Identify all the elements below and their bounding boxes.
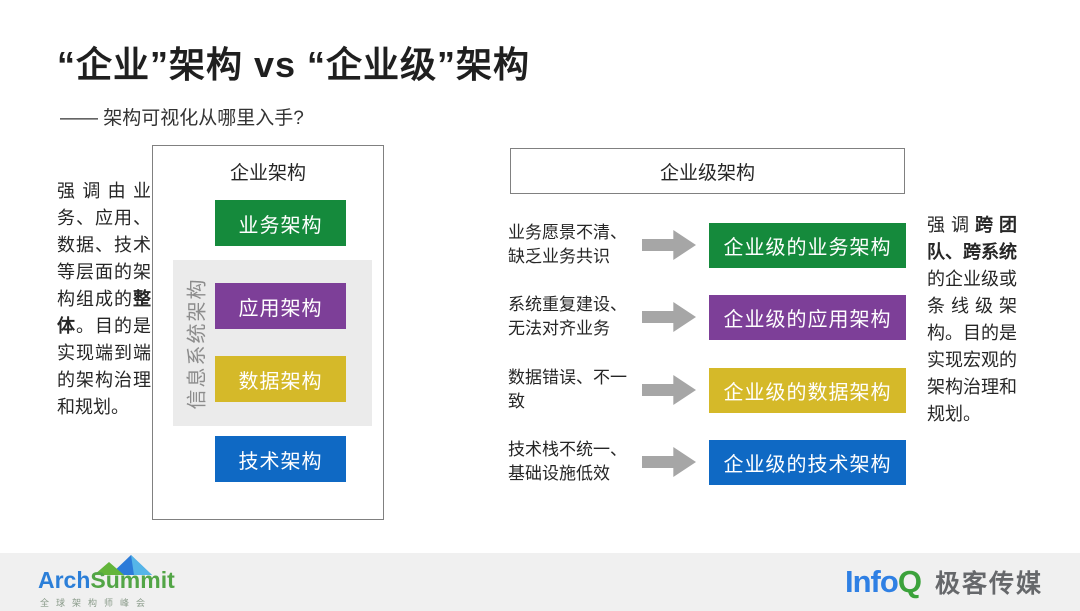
problem-text: 数据错误、不一致 bbox=[508, 368, 627, 411]
enterprise-level-header: 企业级架构 bbox=[510, 148, 905, 194]
problem-text: 系统重复建设、无法对齐业务 bbox=[508, 295, 627, 338]
mapping-row-technology: 技术栈不统一、基础设施低效 企业级的技术架构 bbox=[508, 439, 906, 485]
layer-label: 数据架构 bbox=[238, 370, 323, 393]
layer-label: 应用架构 bbox=[238, 297, 323, 320]
mountain-icon bbox=[94, 555, 152, 575]
right-description-bold: 跨团队、跨系统 bbox=[927, 215, 1017, 262]
solution-box-technology: 企业级的技术架构 bbox=[709, 439, 906, 485]
solution-box-business: 企业级的业务架构 bbox=[709, 222, 906, 268]
left-description-bold: 整体 bbox=[57, 289, 151, 336]
left-description-post: 。目的是实现端到端的架构治理和规划。 bbox=[57, 316, 151, 417]
problem-text: 技术栈不统一、基础设施低效 bbox=[508, 440, 627, 483]
layer-data-architecture: 数据架构 bbox=[215, 356, 346, 402]
right-description: 强调跨团队、跨系统的企业级或条线级架构。目的是实现宏观的架构治理和规划。 bbox=[927, 212, 1017, 428]
solution-label: 企业级的业务架构 bbox=[723, 236, 892, 259]
mapping-row-data: 数据错误、不一致 企业级的数据架构 bbox=[508, 367, 906, 413]
layer-label: 技术架构 bbox=[238, 450, 323, 473]
archsummit-tagline: 全球架构师峰会 bbox=[40, 598, 153, 608]
infoq-logo: InfoQ 极客传媒 bbox=[845, 553, 1043, 611]
right-description-post: 的企业级或条线级架构。目的是实现宏观的架构治理和规划。 bbox=[927, 269, 1017, 424]
layer-business-architecture: 业务架构 bbox=[215, 200, 346, 246]
mapping-row-application: 系统重复建设、无法对齐业务 企业级的应用架构 bbox=[508, 294, 906, 340]
layer-application-architecture: 应用架构 bbox=[215, 283, 346, 329]
right-arrow-icon bbox=[642, 302, 696, 332]
solution-box-data: 企业级的数据架构 bbox=[709, 367, 906, 413]
archsummit-logo: ArchSummit 全球架构师峰会 bbox=[38, 553, 178, 611]
solution-label: 企业级的数据架构 bbox=[723, 381, 892, 404]
enterprise-architecture-title: 企业架构 bbox=[229, 163, 306, 184]
left-description: 强调由业务、应用、数据、技术等层面的架构组成的整体。目的是实现端到端的架构治理和… bbox=[57, 178, 151, 421]
solution-box-application: 企业级的应用架构 bbox=[709, 294, 906, 340]
right-arrow-icon bbox=[642, 375, 696, 405]
solution-label: 企业级的技术架构 bbox=[723, 453, 892, 476]
right-arrow-icon bbox=[642, 447, 696, 477]
layer-label: 业务架构 bbox=[238, 214, 323, 237]
problem-text: 业务愿景不清、缺乏业务共识 bbox=[508, 223, 627, 266]
infoq-media-label: 极客传媒 bbox=[934, 570, 1043, 598]
right-description-pre: 强调 bbox=[927, 215, 975, 235]
page-subtitle: —— 架构可视化从哪里入手? bbox=[60, 108, 304, 129]
page-title: “企业”架构 vs “企业级”架构 bbox=[57, 44, 531, 85]
right-arrow-icon bbox=[642, 230, 696, 260]
info-system-label: 信息系统架构 bbox=[186, 277, 209, 409]
archsummit-wordmark: ArchSummit bbox=[38, 567, 175, 593]
footer-bar: ArchSummit 全球架构师峰会 InfoQ 极客传媒 bbox=[0, 553, 1080, 611]
mapping-row-business: 业务愿景不清、缺乏业务共识 企业级的业务架构 bbox=[508, 222, 906, 268]
solution-label: 企业级的应用架构 bbox=[723, 308, 892, 331]
enterprise-architecture-panel: 企业架构 信息系统架构 业务架构 应用架构 数据架构 技术架构 bbox=[152, 145, 384, 520]
infoq-wordmark: InfoQ bbox=[845, 564, 922, 599]
left-description-pre: 强调由业务、应用、数据、技术等层面的架构组成的 bbox=[57, 181, 151, 309]
layer-technology-architecture: 技术架构 bbox=[215, 436, 346, 482]
